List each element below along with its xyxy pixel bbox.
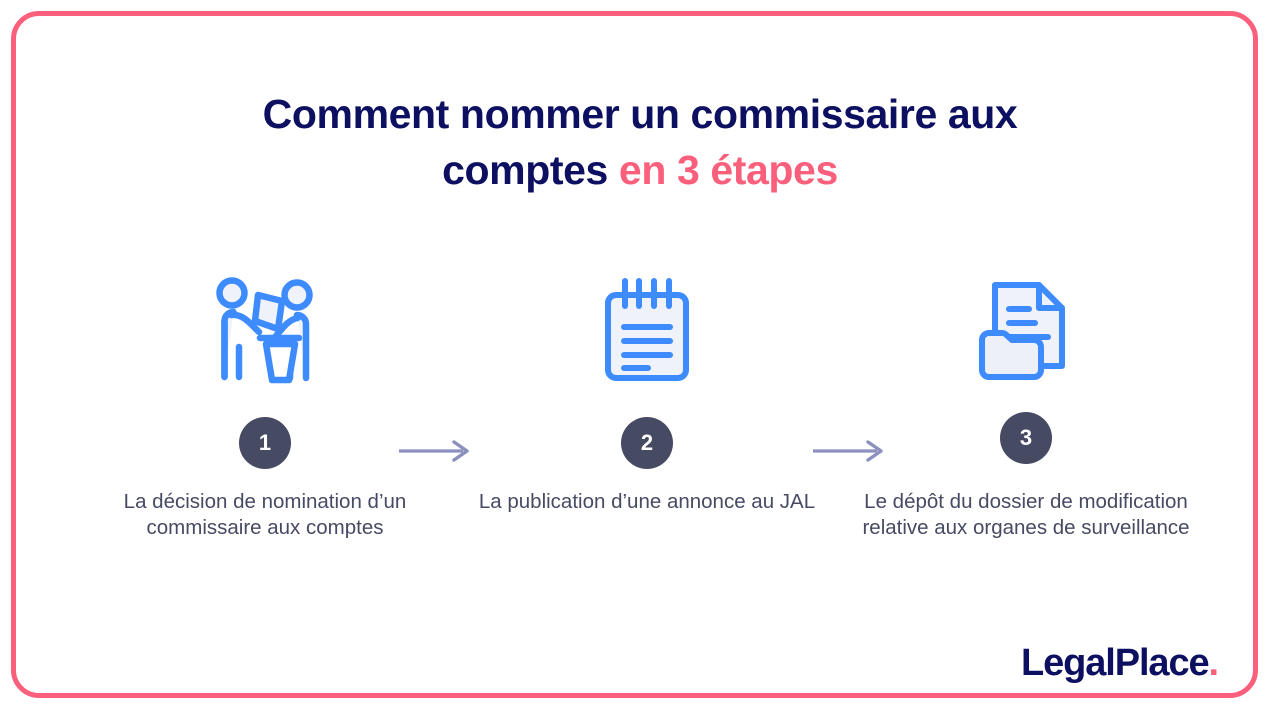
page-title-accent: en 3 étapes (618, 147, 838, 193)
step-2-number-badge: 2 (621, 417, 673, 469)
step-1-number-badge: 1 (239, 417, 291, 469)
step-3-icon-wrap (976, 270, 1076, 390)
step-3-caption: Le dépôt du dossier de modification rela… (862, 490, 1190, 539)
step-3: 3 Le dépôt du dossier de modification re… (846, 270, 1206, 541)
page-title: Comment nommer un commissaire aux compte… (150, 86, 1130, 198)
step-2: 2 La publication d’une annonce au JAL (467, 270, 827, 515)
arrow-right-icon (399, 440, 469, 462)
step-2-caption: La publication d’une annonce au JAL (478, 490, 816, 513)
two-people-handing-document-icon (216, 277, 313, 384)
logo-dot: . (1208, 642, 1220, 684)
steps-container: 1 La décision de nomination d’un commiss… (40, 270, 1240, 600)
notepad-icon (605, 278, 689, 381)
step-1-icon-wrap (211, 270, 319, 390)
legalplace-logo: LegalPlace. (1020, 642, 1220, 684)
document-folder-icon (979, 281, 1065, 380)
step-1-caption: La décision de nomination d’un commissai… (123, 490, 407, 539)
step-1: 1 La décision de nomination d’un commiss… (85, 270, 445, 541)
logo-text: LegalPlace (1020, 642, 1210, 684)
connector-arrow-2 (811, 438, 887, 469)
page-title-line1: Comment nommer un commissaire aux (262, 91, 1018, 137)
page-title-line2-main: comptes (442, 147, 619, 193)
connector-arrow-1 (397, 438, 473, 469)
step-2-icon-wrap (599, 270, 695, 390)
arrow-right-icon (813, 440, 883, 462)
step-3-number-badge: 3 (1000, 412, 1052, 464)
